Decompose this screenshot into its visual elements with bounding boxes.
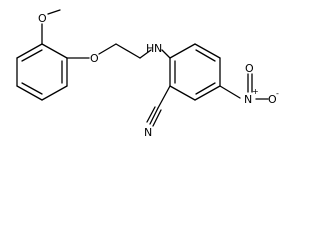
atom-o-nitro-top: O [245, 62, 254, 75]
bond-oether-ch2 [98, 43, 117, 55]
nitrobenzonitrile-ring [169, 43, 221, 101]
bond-nh-ring [161, 49, 171, 59]
bond-ch2-nh [139, 49, 152, 59]
atom-o-methoxy: O [38, 12, 47, 25]
atom-o-nitro-charge: - [276, 89, 279, 98]
methoxyphenyl-ring [16, 43, 68, 101]
atom-n-nitrile: N [144, 126, 152, 139]
nitrile-triple-bond [149, 107, 159, 125]
bond-methyl-o [47, 9, 61, 15]
atom-n-nitro: N [244, 93, 252, 106]
bond-ch2-ch2 [115, 43, 141, 59]
atom-nh-h: H [146, 42, 154, 55]
atom-n-nitro-charge: + [252, 87, 259, 96]
bond-ring-cn [157, 85, 171, 109]
chemical-structure-diagram: O O H N N N + O O - [16, 9, 279, 139]
atom-nh-n: N [154, 42, 162, 55]
bond-ring-no2 [219, 85, 241, 99]
atom-o-nitro-right: O [268, 93, 277, 106]
atom-o-ether: O [90, 52, 99, 65]
